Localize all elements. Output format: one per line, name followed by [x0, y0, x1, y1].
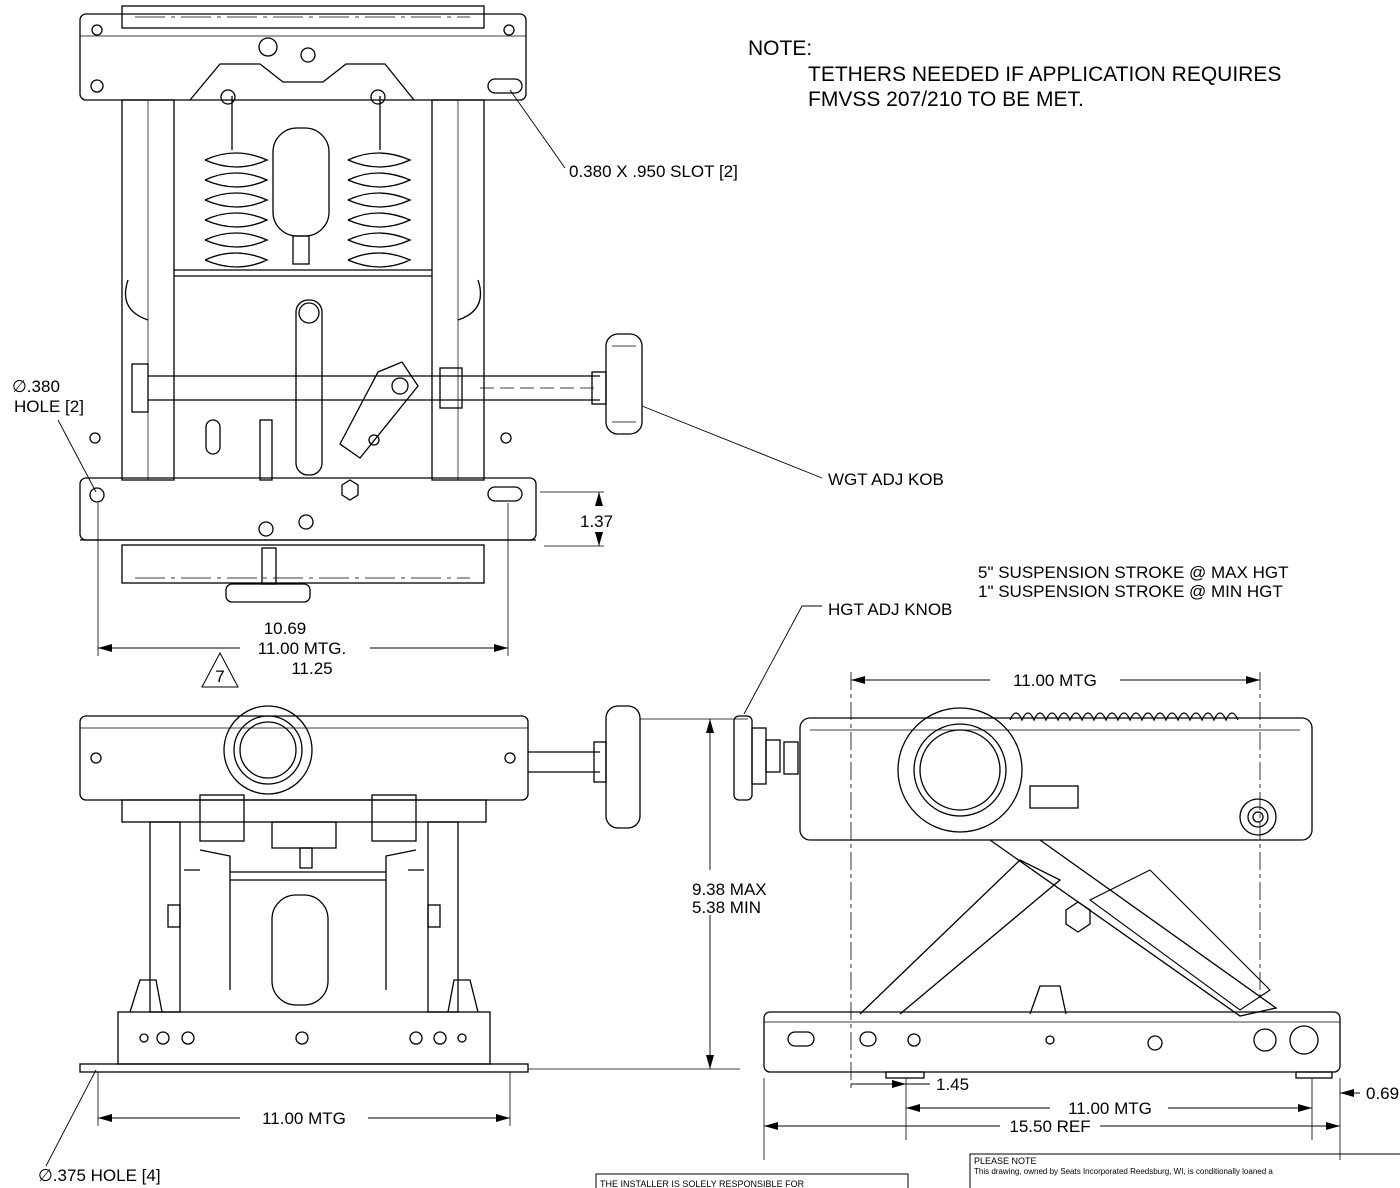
hole-callout-top-2: HOLE [2]: [14, 397, 84, 416]
height-max: 9.38 MAX: [692, 880, 767, 899]
dim-side-ref: 15.50 REF: [1009, 1117, 1090, 1136]
slot-callout: 0.380 X .950 SLOT [2]: [569, 162, 738, 181]
dim-front-mtg: 11.00 MTG: [262, 1109, 346, 1128]
please-note-text: This drawing, owned by Seats Incorporate…: [974, 1167, 1273, 1176]
front-view-drawing: [79, 705, 740, 1073]
note-title: NOTE:: [748, 37, 812, 60]
height-min: 5.38 MIN: [692, 898, 761, 917]
spring-left-icon: [204, 96, 269, 268]
spring-right-icon: [347, 96, 412, 268]
installer-note: THE INSTALLER IS SOLELY RESPONSIBLE FOR: [600, 1179, 805, 1188]
dim-top-lower: 11.25: [291, 659, 332, 678]
weight-knob-callout: WGT ADJ KOB: [828, 470, 944, 489]
please-note-title: PLEASE NOTE: [974, 1156, 1037, 1166]
dim-side-right: 0.69: [1366, 1084, 1399, 1103]
revision-flag: 7: [215, 667, 224, 686]
note-line-2: FMVSS 207/210 TO BE MET.: [808, 88, 1084, 111]
dim-side-offset: 1.45: [936, 1075, 969, 1094]
note-line-1: TETHERS NEEDED IF APPLICATION REQUIRES: [808, 63, 1281, 86]
height-adjust-knob-icon: [733, 715, 799, 801]
top-view-drawing: [79, 5, 643, 603]
side-knob-icon: [897, 707, 1023, 833]
hole-callout-front: ∅.375 HOLE [4]: [38, 1166, 161, 1185]
dim-side-bottom-mtg: 11.00 MTG: [1068, 1099, 1152, 1118]
dim-top-mtg: 11.00 MTG.: [258, 639, 347, 658]
side-view-drawing: [733, 707, 1341, 1079]
dim-top-height: 1.37: [580, 512, 613, 531]
dim-side-top-mtg: 11.00 MTG: [1013, 671, 1097, 690]
stroke-min: 1" SUSPENSION STROKE @ MIN HGT: [978, 582, 1283, 601]
front-knob-icon: [223, 705, 313, 795]
stroke-max: 5" SUSPENSION STROKE @ MAX HGT: [978, 563, 1288, 582]
hole-callout-top-1: ∅.380: [12, 377, 60, 396]
dim-top-upper: 10.69: [264, 619, 307, 638]
height-knob-callout: HGT ADJ KNOB: [828, 600, 952, 619]
weight-adjust-knob-icon: [605, 333, 643, 435]
